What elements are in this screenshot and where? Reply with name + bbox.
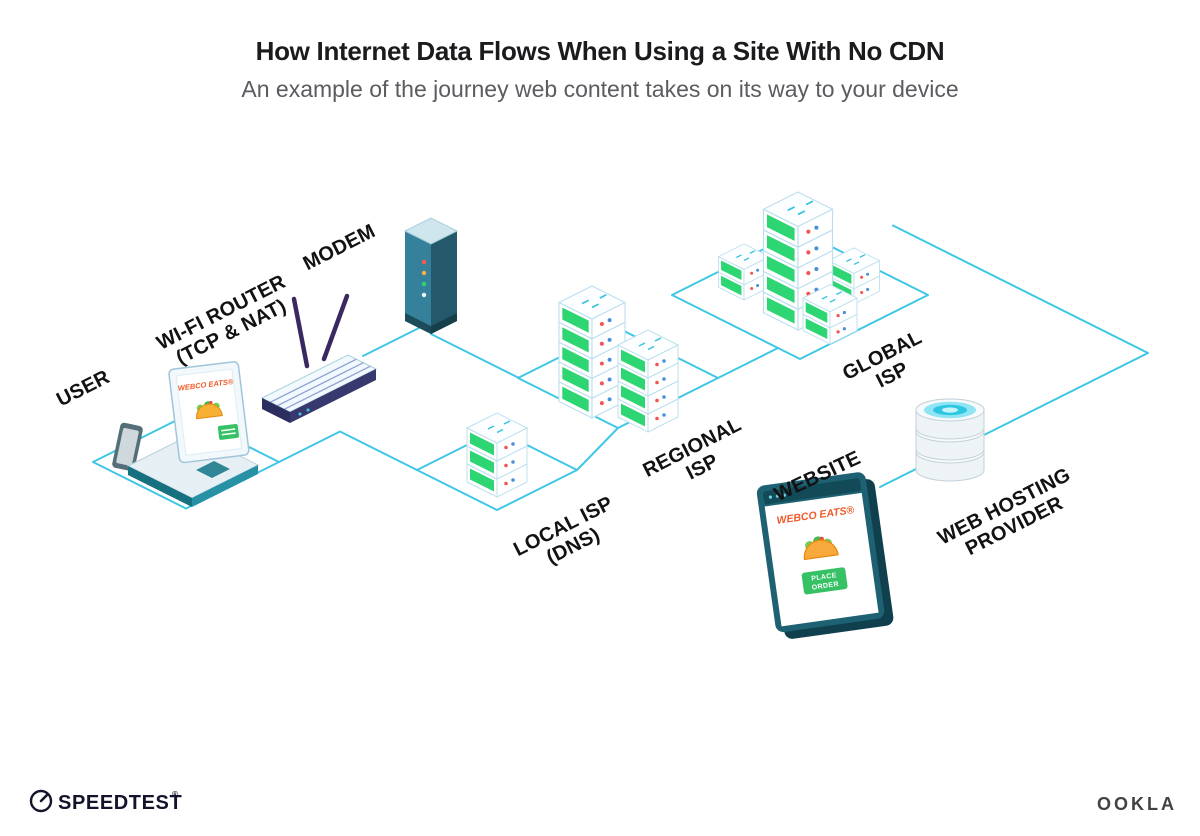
server-local-isp <box>466 412 528 498</box>
ookla-wordmark: OOKLA <box>1097 794 1177 814</box>
website-taco-image <box>803 536 839 561</box>
label-user: USER <box>53 366 114 411</box>
laptop-order-badge <box>217 423 239 440</box>
line-user-to-router <box>278 430 341 463</box>
place-order-button: PLACE ORDER <box>801 567 848 595</box>
device-wifi-router <box>260 293 378 423</box>
device-website-browser: WEBCO EATS® PLACE ORDER <box>756 472 894 639</box>
line-regional-to-global <box>717 347 779 379</box>
place-order-line2: ORDER <box>811 581 839 592</box>
place-order-line1: PLACE <box>811 572 837 583</box>
label-local-isp: LOCAL ISP (DNS) <box>510 492 616 569</box>
ookla-logo: OOKLA <box>1097 794 1177 814</box>
speedtest-logo: SPEEDTEST ® <box>29 789 182 814</box>
smartphone <box>112 422 143 472</box>
server-regional-isp <box>558 285 679 433</box>
line-router-to-local-isp <box>339 430 418 471</box>
device-web-hosting-database <box>915 398 985 482</box>
label-modem: MODEM <box>300 220 379 275</box>
page-title: How Internet Data Flows When Using a Sit… <box>256 36 945 66</box>
modem-label-text: MODEM <box>300 220 379 275</box>
laptop-taco-image <box>196 401 223 420</box>
server-global-isp <box>717 191 881 345</box>
user-label-text: USER <box>53 366 114 411</box>
laptop-screen: WEBCO EATS® <box>168 361 250 464</box>
speedtest-gauge-icon <box>29 789 53 813</box>
device-modem <box>403 217 459 334</box>
line-local-isp-to-regional <box>576 427 619 471</box>
speedtest-wordmark: SPEEDTEST <box>58 792 182 814</box>
label-global-isp: GLOBAL ISP <box>839 326 925 392</box>
speedtest-trademark: ® <box>172 790 178 799</box>
page-subtitle: An example of the journey web content ta… <box>241 76 958 102</box>
label-wifi-router: WI-FI ROUTER (TCP & NAT) <box>153 271 290 370</box>
line-modem-to-regional <box>430 333 519 379</box>
device-user-laptop: WEBCO EATS® <box>112 361 260 507</box>
